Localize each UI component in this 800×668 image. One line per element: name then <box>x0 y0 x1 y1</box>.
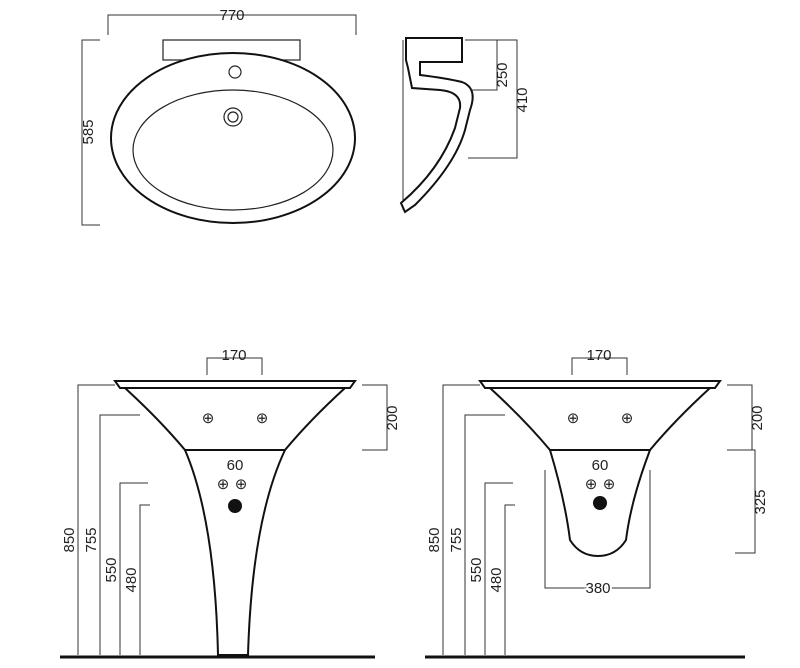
depth-label: 585 <box>80 119 97 144</box>
basin-bowl <box>132 89 334 211</box>
semi-pedestal-height-dimension <box>735 449 756 554</box>
basin-height-label: 200 <box>749 405 766 430</box>
basin-profile <box>399 37 474 214</box>
total-height-label: 410 <box>514 87 531 112</box>
h550-label: 550 <box>468 557 485 582</box>
hole-spacing-label: 60 <box>227 457 244 474</box>
h755-label: 755 <box>83 527 100 552</box>
waste-outlet <box>593 496 607 510</box>
basin-rim <box>478 380 722 389</box>
total-height-dimension <box>442 384 480 655</box>
h550-label: 550 <box>103 557 120 582</box>
basin-height-dimension <box>362 384 388 451</box>
h755-label: 755 <box>448 527 465 552</box>
semi-pedestal-width-label: 380 <box>585 580 610 597</box>
tap-hole-left: ⊕ <box>202 410 215 427</box>
fixing-hole-right: ⊕ <box>235 476 248 493</box>
h550-dimension <box>484 482 513 655</box>
top-view: 770 585 <box>80 7 357 226</box>
tap-spacing-dimension <box>571 357 628 375</box>
h480-dimension <box>139 504 150 655</box>
h480-label: 480 <box>123 567 140 592</box>
tap-spacing-label: 170 <box>221 347 246 364</box>
tap-hole-left: ⊕ <box>567 410 580 427</box>
tap-height-label: 250 <box>494 62 511 87</box>
semi-pedestal-view: 170 ⊕ ⊕ 60 ⊕ ⊕ 200 325 380 850 755 550 4… <box>425 347 769 659</box>
semi-pedestal-width-dimension <box>544 470 651 589</box>
hole-spacing-label: 60 <box>592 457 609 474</box>
basin-height-label: 200 <box>384 405 401 430</box>
drain-outer <box>223 107 243 127</box>
h480-dimension <box>504 504 515 655</box>
h755-dimension <box>99 414 140 655</box>
tap-spacing-dimension <box>206 357 263 375</box>
depth-dimension-line <box>81 39 100 226</box>
basin-bowl <box>487 387 713 451</box>
h550-dimension <box>119 482 148 655</box>
tap-spacing-label: 170 <box>586 347 611 364</box>
basin-outline <box>110 52 356 224</box>
h755-dimension <box>464 414 505 655</box>
basin-bowl <box>122 387 348 451</box>
waste-outlet <box>228 499 242 513</box>
tap-hole-right: ⊕ <box>256 410 269 427</box>
drain-inner <box>227 111 239 123</box>
tap-height-dimension <box>465 39 498 91</box>
fixing-hole-left: ⊕ <box>585 476 598 493</box>
total-height-dimension <box>468 39 518 159</box>
total-height-label: 850 <box>426 527 443 552</box>
basin-rim <box>113 380 357 389</box>
total-height-label: 850 <box>61 527 78 552</box>
pedestal-view: 170 ⊕ ⊕ 60 ⊕ ⊕ 200 850 755 550 480 <box>60 347 401 659</box>
fixing-hole-left: ⊕ <box>217 476 230 493</box>
semi-pedestal-height-label: 325 <box>752 489 769 514</box>
fixing-hole-right: ⊕ <box>603 476 616 493</box>
side-view: 250 410 <box>399 37 531 214</box>
total-height-dimension <box>77 384 115 655</box>
tap-hole-right: ⊕ <box>621 410 634 427</box>
width-label: 770 <box>219 7 244 24</box>
tap-hole <box>228 65 242 79</box>
width-dimension-line <box>107 14 357 35</box>
pedestal <box>183 449 287 656</box>
h480-label: 480 <box>488 567 505 592</box>
